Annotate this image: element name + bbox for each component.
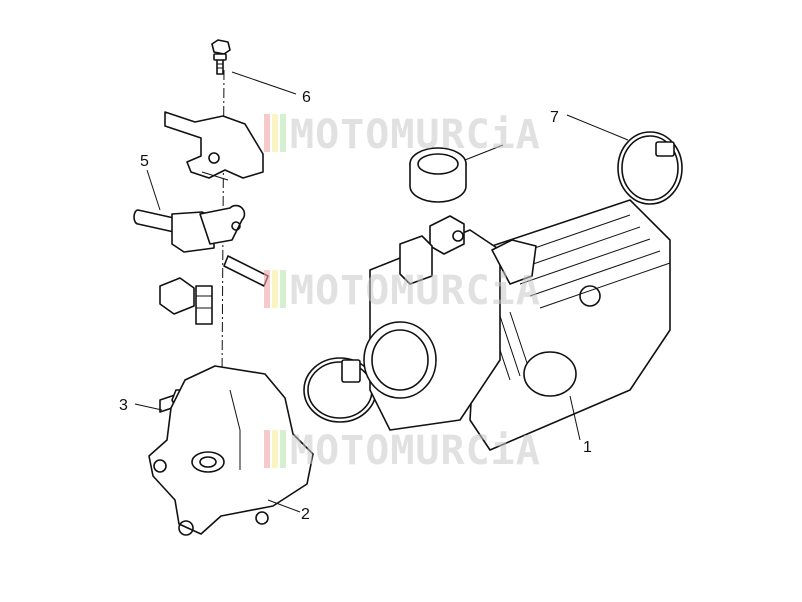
watermark-middle: MOTOMURCiA bbox=[264, 268, 541, 314]
callout-5: 5 bbox=[140, 153, 149, 170]
leader-lines bbox=[134, 71, 629, 513]
part-2-manifold bbox=[148, 365, 314, 536]
clamp-upper bbox=[617, 131, 683, 205]
callout-6: 6 bbox=[302, 89, 311, 106]
watermark-text-middle: MOTOMURCiA bbox=[290, 268, 541, 314]
part-1-throttle-body bbox=[363, 199, 671, 451]
part-5-injector bbox=[133, 204, 269, 325]
callout-1: 1 bbox=[583, 439, 592, 456]
part-6-bolt bbox=[211, 39, 231, 75]
callout-7: 7 bbox=[550, 109, 559, 126]
assembly-axis bbox=[221, 69, 225, 381]
watermark-top: MOTOMURCiA bbox=[264, 112, 541, 158]
watermark-text-bottom: MOTOMURCiA bbox=[290, 428, 541, 474]
watermark-bottom: MOTOMURCiA bbox=[264, 428, 541, 474]
watermark-text-top: MOTOMURCiA bbox=[290, 112, 541, 158]
rubber-sleeve bbox=[409, 147, 467, 203]
mounting-bracket bbox=[164, 111, 264, 181]
callout-3: 3 bbox=[119, 397, 128, 414]
callout-2: 2 bbox=[301, 506, 310, 523]
